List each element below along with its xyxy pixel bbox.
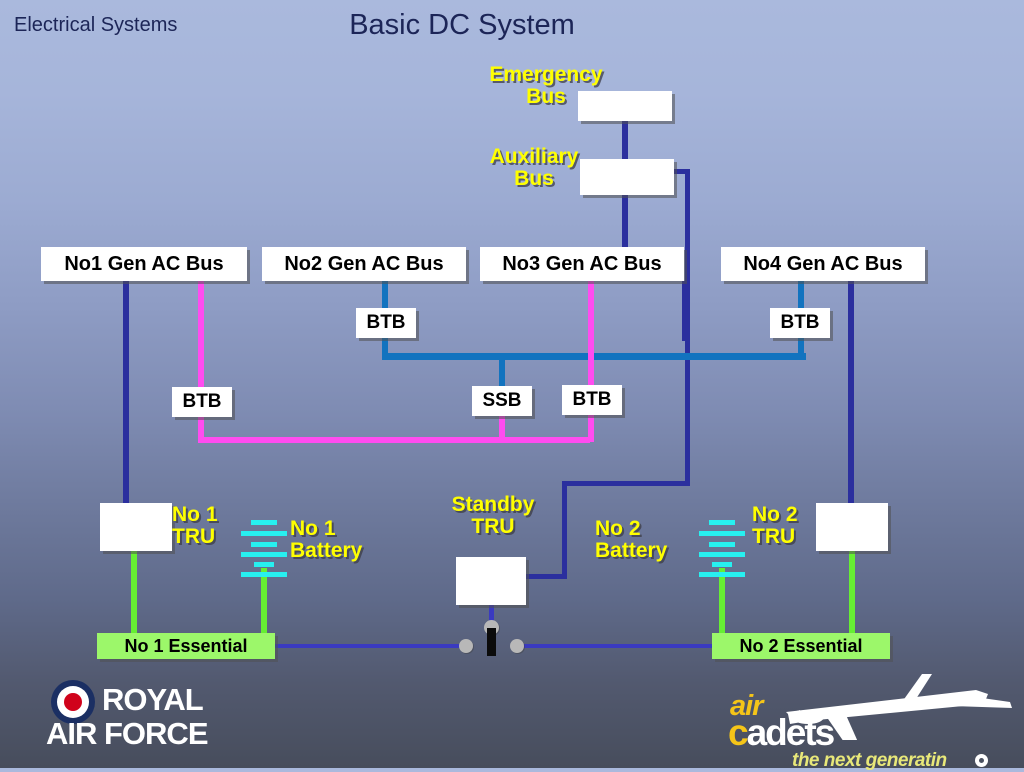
wire-no1bus-to-btb-magenta <box>198 281 204 389</box>
switch-contact-right[interactable] <box>510 639 524 653</box>
no1-essential-bus[interactable]: No 1 Essential <box>97 633 275 659</box>
switch-blade[interactable] <box>487 628 496 656</box>
wire-tie-to-ssb <box>499 356 505 390</box>
no3-gen-ac-bus[interactable]: No3 Gen AC Bus <box>480 247 684 281</box>
emergency-bus-box[interactable] <box>578 91 672 121</box>
air-cadets-word-cadets: cadets <box>728 712 836 754</box>
wire-no4bus-to-btb <box>798 281 804 311</box>
wire-auxiliary-to-no3bus <box>622 192 628 248</box>
aircraft-icon <box>786 674 1012 740</box>
no1-tru-box[interactable] <box>100 503 172 551</box>
auxiliary-bus-label: Auxiliary Bus <box>489 145 579 191</box>
wire-no1tru-to-essential <box>131 550 137 636</box>
wire-standby-feed-horizontal <box>562 481 690 486</box>
subject-heading: Electrical Systems <box>14 14 178 36</box>
air-cadets-word-air: air <box>730 690 763 722</box>
btb-no2-upper[interactable]: BTB <box>356 308 416 338</box>
standby-tru-box[interactable] <box>456 557 526 605</box>
raf-logo-line1: ROYAL <box>102 682 204 717</box>
no2-gen-ac-bus[interactable]: No2 Gen AC Bus <box>262 247 466 281</box>
air-cadets-letters-adets: adets <box>746 712 836 753</box>
standby-tru-label: Standby TRU <box>451 493 535 539</box>
wire-no3bus-magenta-drop <box>588 281 594 388</box>
wire-standby-tru-output <box>489 605 494 627</box>
no2-battery-symbol <box>696 520 748 577</box>
wire-no3bus-vertical-drop <box>682 281 688 341</box>
wire-ssb-to-magenta-bus <box>499 414 505 442</box>
no1-battery-label: No 1 Battery <box>290 517 363 563</box>
raf-roundel-icon <box>51 680 95 724</box>
wire-btb-no2-to-tie <box>382 335 388 357</box>
wire-btb-centre-to-magenta-bus <box>588 412 594 442</box>
no2-essential-bus[interactable]: No 2 Essential <box>712 633 890 659</box>
btb-no4-upper[interactable]: BTB <box>770 308 830 338</box>
wire-no1bus-to-no1tru <box>123 281 129 505</box>
air-cadets-letter-c: c <box>728 712 749 753</box>
no2-tru-label: No 2 TRU <box>752 503 798 549</box>
no2-tru-box[interactable] <box>816 503 888 551</box>
wire-btb-no4-to-tie <box>798 335 804 357</box>
wire-no1essential-to-switch <box>272 644 472 648</box>
raf-logo: ROYAL AIR FORCE <box>46 678 261 760</box>
wire-auxiliary-tap-horizontal <box>666 169 690 174</box>
auxiliary-bus-box[interactable] <box>580 159 674 195</box>
wire-no2battery-to-essential <box>719 568 725 636</box>
wire-no2essential-to-switch <box>516 644 714 648</box>
btb-left-lower[interactable]: BTB <box>172 387 232 417</box>
btb-centre-lower[interactable]: BTB <box>562 385 622 415</box>
wire-blue-tie-bus <box>382 353 806 360</box>
page-title: Basic DC System <box>0 9 1024 42</box>
wire-magenta-bus <box>198 437 590 443</box>
no2-battery-label: No 2 Battery <box>595 517 668 563</box>
wire-no2tru-to-essential <box>849 550 855 636</box>
air-cadets-tagline-main: the next generati <box>792 750 936 771</box>
wire-no4bus-to-no2tru <box>848 281 854 505</box>
wire-no1battery-to-essential <box>261 568 267 636</box>
wire-standby-tru-input <box>524 574 566 579</box>
emergency-bus-label: Emergency Bus <box>489 63 603 109</box>
ssb-centre[interactable]: SSB <box>472 386 532 416</box>
air-cadets-roundel-icon <box>975 754 988 767</box>
raf-logo-line2: AIR FORCE <box>46 716 208 751</box>
wire-emergency-to-auxiliary <box>622 118 628 164</box>
wire-standby-feed-vertical <box>562 481 567 579</box>
no1-battery-symbol <box>238 520 290 577</box>
air-cadets-tagline: the next generatin <box>792 750 947 772</box>
no4-gen-ac-bus[interactable]: No4 Gen AC Bus <box>721 247 925 281</box>
air-cadets-tagline-end: n <box>935 750 948 771</box>
air-cadets-logo: air cadets the next generatin <box>726 672 1016 771</box>
wire-btb-left-to-magenta-bus <box>198 414 204 442</box>
wire-no2bus-to-btb <box>382 281 388 311</box>
no1-gen-ac-bus[interactable]: No1 Gen AC Bus <box>41 247 247 281</box>
page-title-text: Basic DC System <box>349 9 575 41</box>
no1-tru-label: No 1 TRU <box>172 503 218 549</box>
switch-contact-left[interactable] <box>459 639 473 653</box>
